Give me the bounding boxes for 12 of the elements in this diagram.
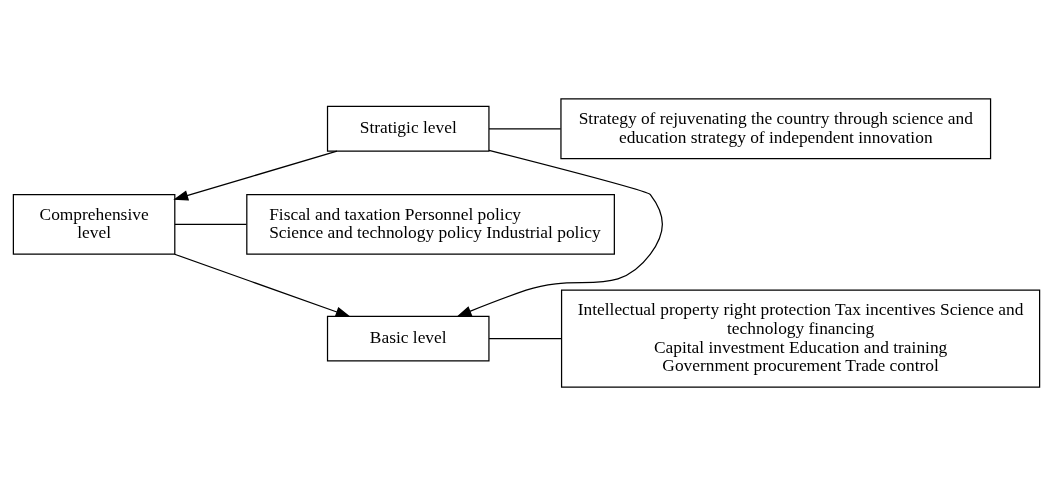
node-box: Intellectual property right protection Tax incentives Science and technology financing Capital investment Education and training Government procurement Trade control: [560, 289, 1041, 388]
node-box: Strategy of rejuvenating the country through science and education strategy of independent innovation: [560, 98, 992, 160]
node-box: Comprehensive level: [12, 193, 176, 255]
connector: [488, 338, 563, 340]
node-box: Fiscal and taxation Personnel policy Science and technology policy Industrial policy: [246, 193, 615, 255]
arrow: [173, 150, 338, 201]
connector: [174, 223, 247, 225]
arrow: [173, 253, 351, 317]
connector: [488, 128, 562, 130]
node-box: Basic level: [326, 315, 490, 362]
node-box: Stratigic level: [326, 105, 490, 152]
arrow: [456, 149, 663, 317]
